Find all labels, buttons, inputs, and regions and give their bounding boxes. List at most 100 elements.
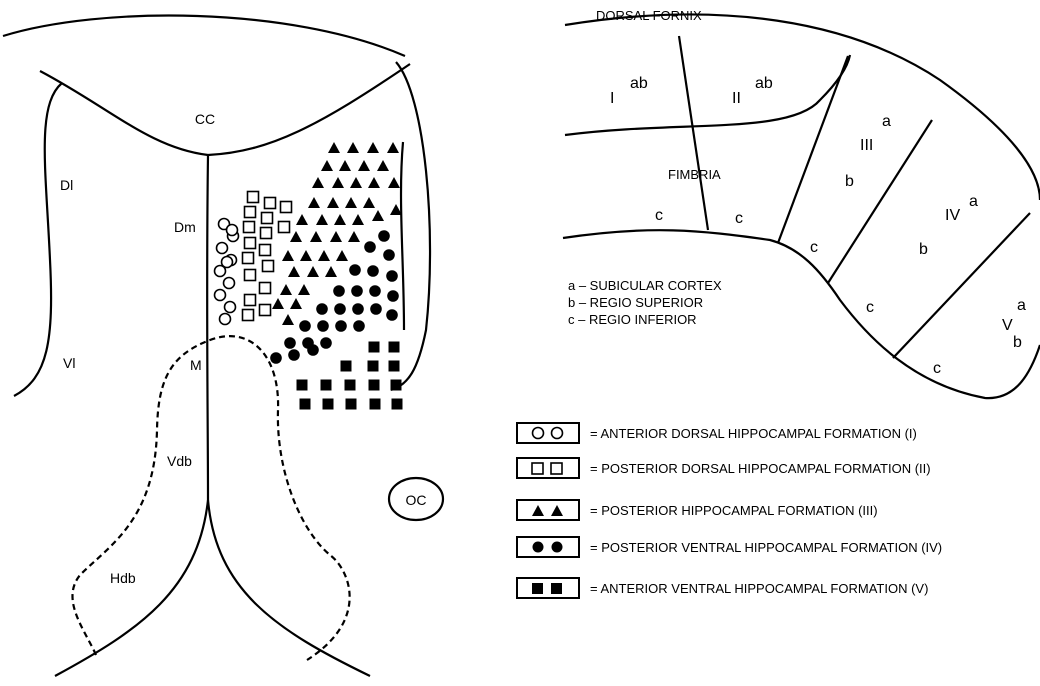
legend-box bbox=[517, 423, 579, 443]
filled-triangle-marker bbox=[321, 160, 333, 171]
open-circle-marker bbox=[225, 302, 236, 313]
filled-triangle-marker bbox=[328, 142, 340, 153]
region-iii: III a b bbox=[845, 113, 891, 190]
projection-markers bbox=[215, 142, 403, 410]
label-oc: OC bbox=[406, 492, 427, 508]
divider-iv-v bbox=[893, 213, 1030, 358]
region-v-a: a bbox=[1017, 297, 1026, 314]
region-c-label-1: c bbox=[655, 207, 663, 224]
filled-square-marker bbox=[391, 380, 402, 391]
filled-circle-marker bbox=[307, 344, 319, 356]
open-square-marker-icon bbox=[532, 463, 562, 474]
open-circle-marker bbox=[222, 257, 233, 268]
open-square-marker bbox=[245, 207, 256, 218]
divider-iii-iv bbox=[828, 120, 932, 283]
filled-triangle-marker bbox=[288, 266, 300, 277]
filled-triangle-marker bbox=[282, 314, 294, 325]
filled-triangle-marker bbox=[298, 284, 310, 295]
divider-i-ii bbox=[679, 36, 708, 230]
filled-circle-marker bbox=[364, 241, 376, 253]
region-i: I ab bbox=[610, 75, 648, 107]
label-dm: Dm bbox=[174, 219, 196, 235]
filled-triangle-marker bbox=[345, 197, 357, 208]
filled-circle-marker bbox=[353, 320, 365, 332]
filled-square-marker bbox=[369, 342, 380, 353]
filled-triangle-marker bbox=[377, 160, 389, 171]
filled-circle-marker bbox=[317, 320, 329, 332]
region-i-numeral: I bbox=[610, 90, 614, 107]
filled-triangle-marker bbox=[347, 142, 359, 153]
open-square-marker bbox=[260, 305, 271, 316]
open-square-marker bbox=[263, 261, 274, 272]
filled-triangle-marker bbox=[352, 214, 364, 225]
filled-circle-marker bbox=[333, 285, 345, 297]
open-square-marker bbox=[248, 192, 259, 203]
filled-triangle-marker bbox=[308, 197, 320, 208]
legend-label: = POSTERIOR DORSAL HIPPOCAMPAL FORMATION… bbox=[590, 461, 931, 476]
region-iii-b: b bbox=[845, 173, 854, 190]
region-iv-numeral: IV bbox=[945, 207, 960, 224]
filled-triangle-marker bbox=[318, 250, 330, 261]
key-subicular-cortex: a – SUBICULAR CORTEX bbox=[568, 278, 722, 293]
open-square-marker bbox=[262, 213, 273, 224]
filled-triangle-marker bbox=[388, 177, 400, 188]
filled-triangle-marker bbox=[332, 177, 344, 188]
left-lateral-contour bbox=[14, 83, 62, 396]
legend-item-anterior-ventral: = ANTERIOR VENTRAL HIPPOCAMPAL FORMATION… bbox=[517, 578, 928, 598]
filled-triangle-marker bbox=[330, 231, 342, 242]
filled-circle-marker bbox=[284, 337, 296, 349]
filled-triangle-marker bbox=[334, 214, 346, 225]
filled-triangle-marker bbox=[336, 250, 348, 261]
open-square-marker bbox=[260, 245, 271, 256]
filled-triangle-marker bbox=[300, 250, 312, 261]
filled-square-marker bbox=[369, 380, 380, 391]
legend-box bbox=[517, 537, 579, 557]
filled-square-marker bbox=[389, 361, 400, 372]
filled-circle-marker bbox=[334, 303, 346, 315]
open-square-marker bbox=[261, 228, 272, 239]
key-regio-superior: b – REGIO SUPERIOR bbox=[568, 295, 703, 310]
filled-circle-marker-icon bbox=[533, 542, 563, 553]
legend-label: = ANTERIOR DORSAL HIPPOCAMPAL FORMATION … bbox=[590, 426, 917, 441]
filled-circle-marker bbox=[349, 264, 361, 276]
corpus-callosum-lower bbox=[40, 64, 410, 155]
filled-square-marker bbox=[300, 399, 311, 410]
open-square-marker bbox=[243, 253, 254, 264]
filled-circle-marker bbox=[352, 303, 364, 315]
open-square-marker bbox=[281, 202, 292, 213]
filled-triangle-marker bbox=[387, 142, 399, 153]
open-square-marker bbox=[279, 222, 290, 233]
filled-square-marker bbox=[323, 399, 334, 410]
filled-circle-marker bbox=[299, 320, 311, 332]
filled-circle-marker bbox=[383, 249, 395, 261]
legend-box bbox=[517, 578, 579, 598]
filled-triangle-marker bbox=[280, 284, 292, 295]
filled-triangle-marker bbox=[290, 298, 302, 309]
open-circle-marker bbox=[224, 278, 235, 289]
open-square-marker bbox=[243, 310, 254, 321]
open-circle-marker bbox=[215, 290, 226, 301]
filled-circle-marker bbox=[387, 290, 399, 302]
filled-circle-marker bbox=[320, 337, 332, 349]
legend-item-anterior-dorsal: = ANTERIOR DORSAL HIPPOCAMPAL FORMATION … bbox=[517, 423, 917, 443]
region-ii: II ab bbox=[732, 75, 773, 107]
legend-item-posterior-ventral: = POSTERIOR VENTRAL HIPPOCAMPAL FORMATIO… bbox=[517, 537, 942, 557]
filled-square-marker bbox=[368, 361, 379, 372]
open-circle-marker-icon bbox=[533, 428, 563, 439]
filled-circle-marker bbox=[270, 352, 282, 364]
region-iii-a: a bbox=[882, 113, 891, 130]
filled-triangle-marker bbox=[296, 214, 308, 225]
region-c-label-5: c bbox=[933, 360, 941, 377]
region-iii-numeral: III bbox=[860, 137, 873, 154]
label-hdb: Hdb bbox=[110, 570, 136, 586]
diagonal-band-boundary bbox=[72, 336, 349, 660]
region-ii-numeral: II bbox=[732, 90, 741, 107]
open-square-marker bbox=[265, 198, 276, 209]
filled-triangle-marker bbox=[368, 177, 380, 188]
region-v-b: b bbox=[1013, 334, 1022, 351]
region-ii-subfield: ab bbox=[755, 75, 773, 92]
legend-label: = POSTERIOR VENTRAL HIPPOCAMPAL FORMATIO… bbox=[590, 540, 942, 555]
region-v-numeral: V bbox=[1002, 317, 1013, 334]
label-vdb: Vdb bbox=[167, 453, 192, 469]
